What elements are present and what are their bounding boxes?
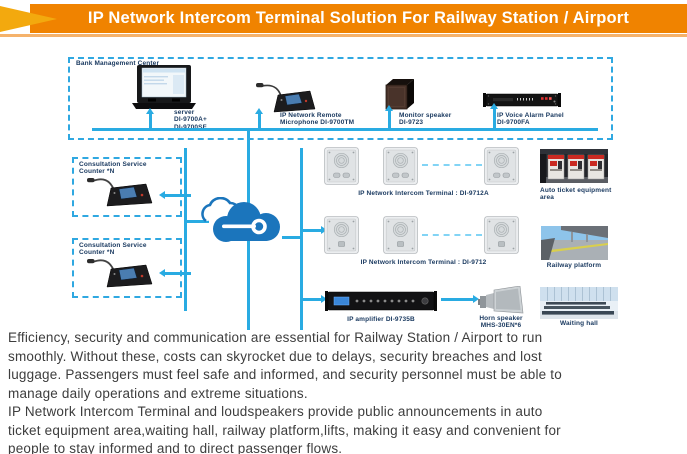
horn-speaker-icon bbox=[478, 286, 524, 314]
server-icon bbox=[132, 65, 196, 109]
page-title: IP Network Intercom Terminal Solution Fo… bbox=[87, 9, 630, 27]
intercom-terminal-icon bbox=[383, 216, 418, 254]
consultation-counter-label-1: Consultation Service Counter *N bbox=[79, 161, 147, 176]
consultation-microphone-icon bbox=[87, 178, 153, 207]
right-network-bus bbox=[300, 148, 303, 330]
railway-platform-photo bbox=[541, 226, 608, 260]
cloud-left-link bbox=[187, 220, 209, 223]
auto-ticket-area-photo bbox=[540, 149, 608, 183]
alarm-panel-label: IP Voice Alarm Panel DI-9700FA bbox=[497, 112, 564, 127]
intercom-terminal-icon bbox=[383, 147, 418, 185]
connector-server bbox=[149, 113, 152, 128]
consultation-microphone-icon bbox=[87, 259, 153, 288]
intercom-terminal-icon bbox=[324, 147, 359, 185]
banner-arrow-icon bbox=[0, 6, 57, 32]
monitor-speaker-icon bbox=[385, 79, 414, 110]
amplifier-icon bbox=[325, 291, 437, 311]
connector-remote-microphone bbox=[258, 113, 261, 128]
consultation-counter-box-2 bbox=[72, 238, 182, 298]
ellipsis-link-row1 bbox=[422, 164, 482, 166]
remote-microphone-label: IP Network Remote Microphone DI-9700TM bbox=[280, 112, 355, 127]
consultation-counter-label-2: Consultation Service Counter *N bbox=[79, 242, 147, 257]
paragraph-2: IP Network Intercom Terminal and loudspe… bbox=[8, 404, 561, 454]
connector-monitor-speaker bbox=[388, 110, 391, 128]
description-text: Efficiency, security and communication a… bbox=[8, 329, 684, 454]
left-network-bus bbox=[184, 148, 187, 311]
consultation-counter-box-1 bbox=[72, 157, 182, 217]
network-cloud-icon bbox=[201, 197, 280, 242]
terminal-row1-label: IP Network Intercom Terminal : DI-9712A bbox=[358, 190, 489, 197]
banner-underline bbox=[0, 34, 687, 37]
alarm-panel-icon bbox=[483, 93, 561, 107]
bank-center-label: Bank Management Center bbox=[76, 60, 160, 67]
arrow-counter-2 bbox=[164, 272, 191, 275]
waiting-hall-photo bbox=[540, 287, 618, 319]
arrow-amplifier bbox=[303, 298, 322, 301]
top-network-bus bbox=[92, 128, 598, 131]
terminal-row2-label: IP Network Intercom Terminal : DI-9712 bbox=[360, 259, 487, 266]
arrow-terminal-row2 bbox=[303, 229, 322, 232]
horn-speaker-label: Horn speaker MHS-30EN*6 bbox=[479, 315, 523, 330]
bank-management-center-box bbox=[68, 57, 613, 140]
title-banner: IP Network Intercom Terminal Solution Fo… bbox=[30, 4, 687, 33]
intercom-terminal-icon bbox=[324, 216, 359, 254]
remote-microphone-icon bbox=[256, 83, 316, 113]
intercom-terminal-icon bbox=[484, 216, 519, 254]
waiting-hall-label: Waiting hall bbox=[559, 320, 599, 327]
connector-alarm-panel bbox=[493, 108, 496, 128]
intercom-terminal-icon bbox=[484, 147, 519, 185]
monitor-speaker-label: Monitor speaker DI-9723 bbox=[399, 112, 452, 127]
amplifier-label: IP amplifier DI-9735B bbox=[347, 316, 415, 323]
arrow-horn-speaker bbox=[441, 298, 474, 301]
railway-platform-label: Railway platform bbox=[546, 262, 602, 269]
auto-ticket-area-label: Auto ticket equipment area bbox=[540, 187, 612, 202]
paragraph-1: Efficiency, security and communication a… bbox=[8, 330, 562, 401]
cloud-right-link bbox=[282, 236, 303, 239]
arrow-counter-1 bbox=[164, 194, 191, 197]
ellipsis-link-row2 bbox=[422, 234, 482, 236]
server-label: server DI-9700A+ DI-9700SF bbox=[174, 109, 207, 131]
